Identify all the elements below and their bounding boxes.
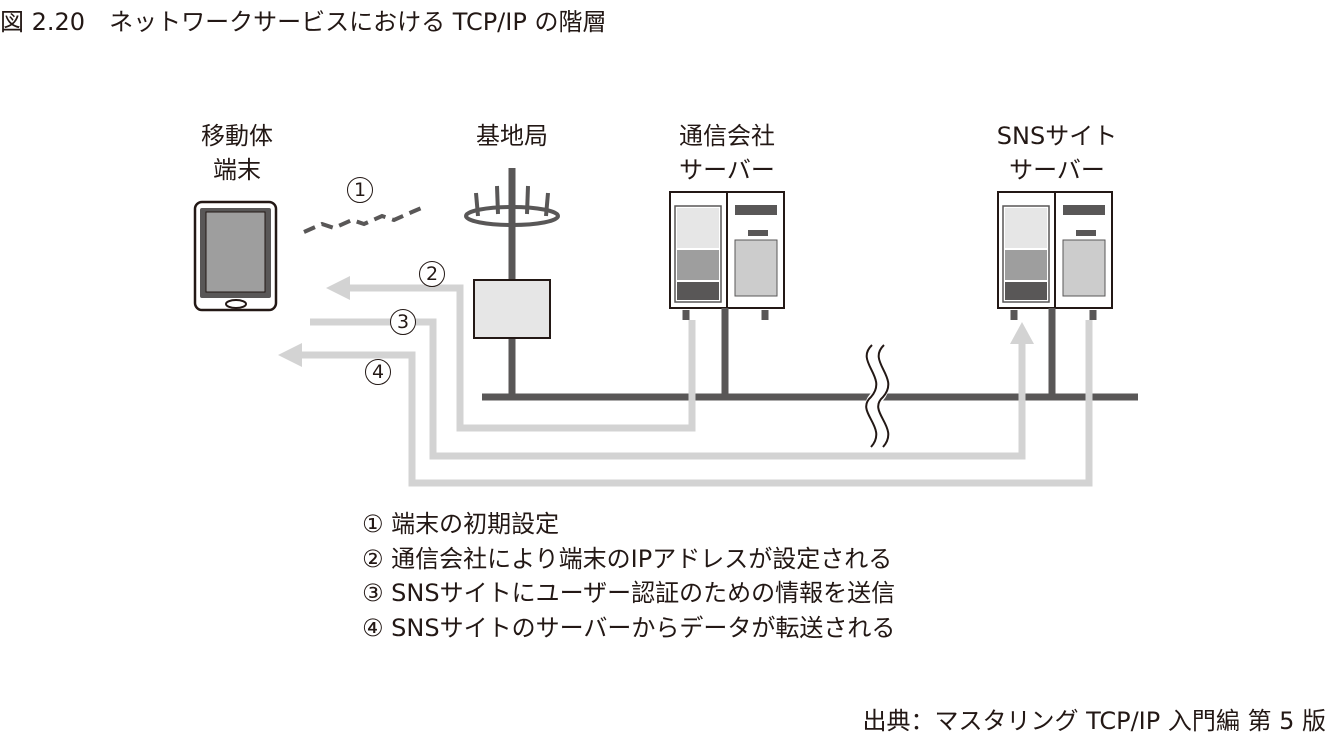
step-1-marker: 1 [347,177,373,203]
flow-4-arrowhead [278,343,302,367]
mobile-label-line2: 端末 [213,156,261,184]
break-gap [865,339,890,452]
carrier-server-label: 通信会社 サーバー [660,119,794,187]
wireless-signal [303,204,427,234]
base-station-label-line1: 基地局 [476,122,548,150]
flow-2-path [346,284,696,432]
legend-item-4: ④ SNSサイトのサーバーからデータが転送される [362,613,896,642]
step-2-marker: 2 [419,261,445,287]
carrier-label-line2: サーバー [679,156,775,184]
flow-4-path [298,320,1093,487]
sns-server [997,191,1113,397]
sns-label-line2: サーバー [1009,156,1105,184]
sns-label-line1: SNSサイト [996,122,1118,150]
legend-item-3: ③ SNSサイトにユーザー認証のための情報を送信 [362,579,896,607]
base-station-label: 基地局 [462,119,562,153]
break-symbol-line [877,344,890,448]
figure-caption: 図 2.20 ネットワークサービスにおける TCP/IP の階層 [0,8,607,36]
mobile-terminal [193,200,278,312]
flow-3-path [310,318,1026,460]
sns-server-label: SNSサイト サーバー [970,119,1144,187]
mobile-label-line1: 移動体 [201,122,273,150]
carrier-label-line1: 通信会社 [679,122,775,150]
mobile-terminal-label: 移動体 端末 [190,119,284,187]
flow-paths [298,284,1093,487]
step-3-marker: 3 [390,309,416,335]
legend: ① 端末の初期設定 ② 通信会社により端末のIPアドレスが設定される ③ SNS… [362,507,895,645]
flow-2-arrowhead [326,276,350,300]
carrier-server [669,191,785,397]
break-symbol-line [865,344,878,448]
flow-3-arrowhead [1010,322,1034,344]
legend-item-1: ① 端末の初期設定 [362,510,560,538]
source-citation: 出典：マスタリング TCP/IP 入門編 第 5 版 [862,707,1326,735]
step-4-marker: 4 [365,359,391,385]
legend-item-2: ② 通信会社により端末のIPアドレスが設定される [362,544,893,573]
base-station [464,168,560,397]
